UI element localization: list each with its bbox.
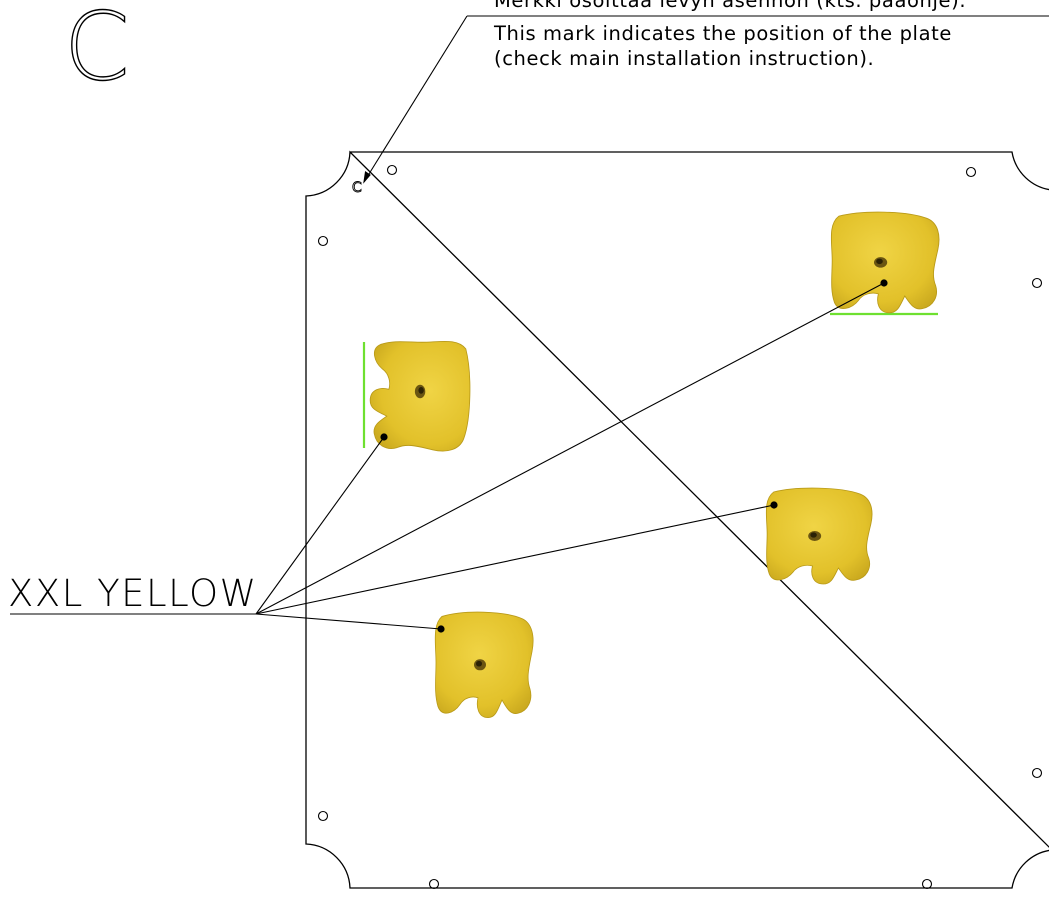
mounting-holes xyxy=(317,164,1043,890)
sheet-letter: C xyxy=(63,0,130,102)
plate-outline xyxy=(305,150,1049,889)
attachment-dot xyxy=(770,501,778,509)
attachment-dot xyxy=(380,433,388,441)
mounting-hole xyxy=(965,166,977,178)
mounting-hole xyxy=(1031,767,1043,779)
callout-label: XXL YELLOW xyxy=(8,572,258,615)
attachment-dot xyxy=(880,279,888,287)
hold-top-right xyxy=(830,211,940,314)
mounting-hole xyxy=(921,878,933,890)
note-leader xyxy=(363,15,1049,184)
attachment-points xyxy=(380,279,888,633)
note-english-line2: (check main installation instruction). xyxy=(494,47,875,70)
mounting-hole xyxy=(317,810,329,822)
mounting-hole xyxy=(1031,277,1043,289)
plate-position-mark: C xyxy=(352,180,363,196)
hold-middle-right xyxy=(765,487,873,585)
hold-bottom xyxy=(434,611,534,719)
mounting-hole xyxy=(386,164,398,176)
mounting-hole xyxy=(317,235,329,247)
note-finnish: Merkki osoittaa levyn asennon (kts. paao… xyxy=(494,0,967,12)
mounting-hole xyxy=(428,878,440,890)
attachment-dot xyxy=(437,625,445,633)
callout-leaders xyxy=(10,282,885,630)
note-english-line1: This mark indicates the position of the … xyxy=(494,22,952,45)
